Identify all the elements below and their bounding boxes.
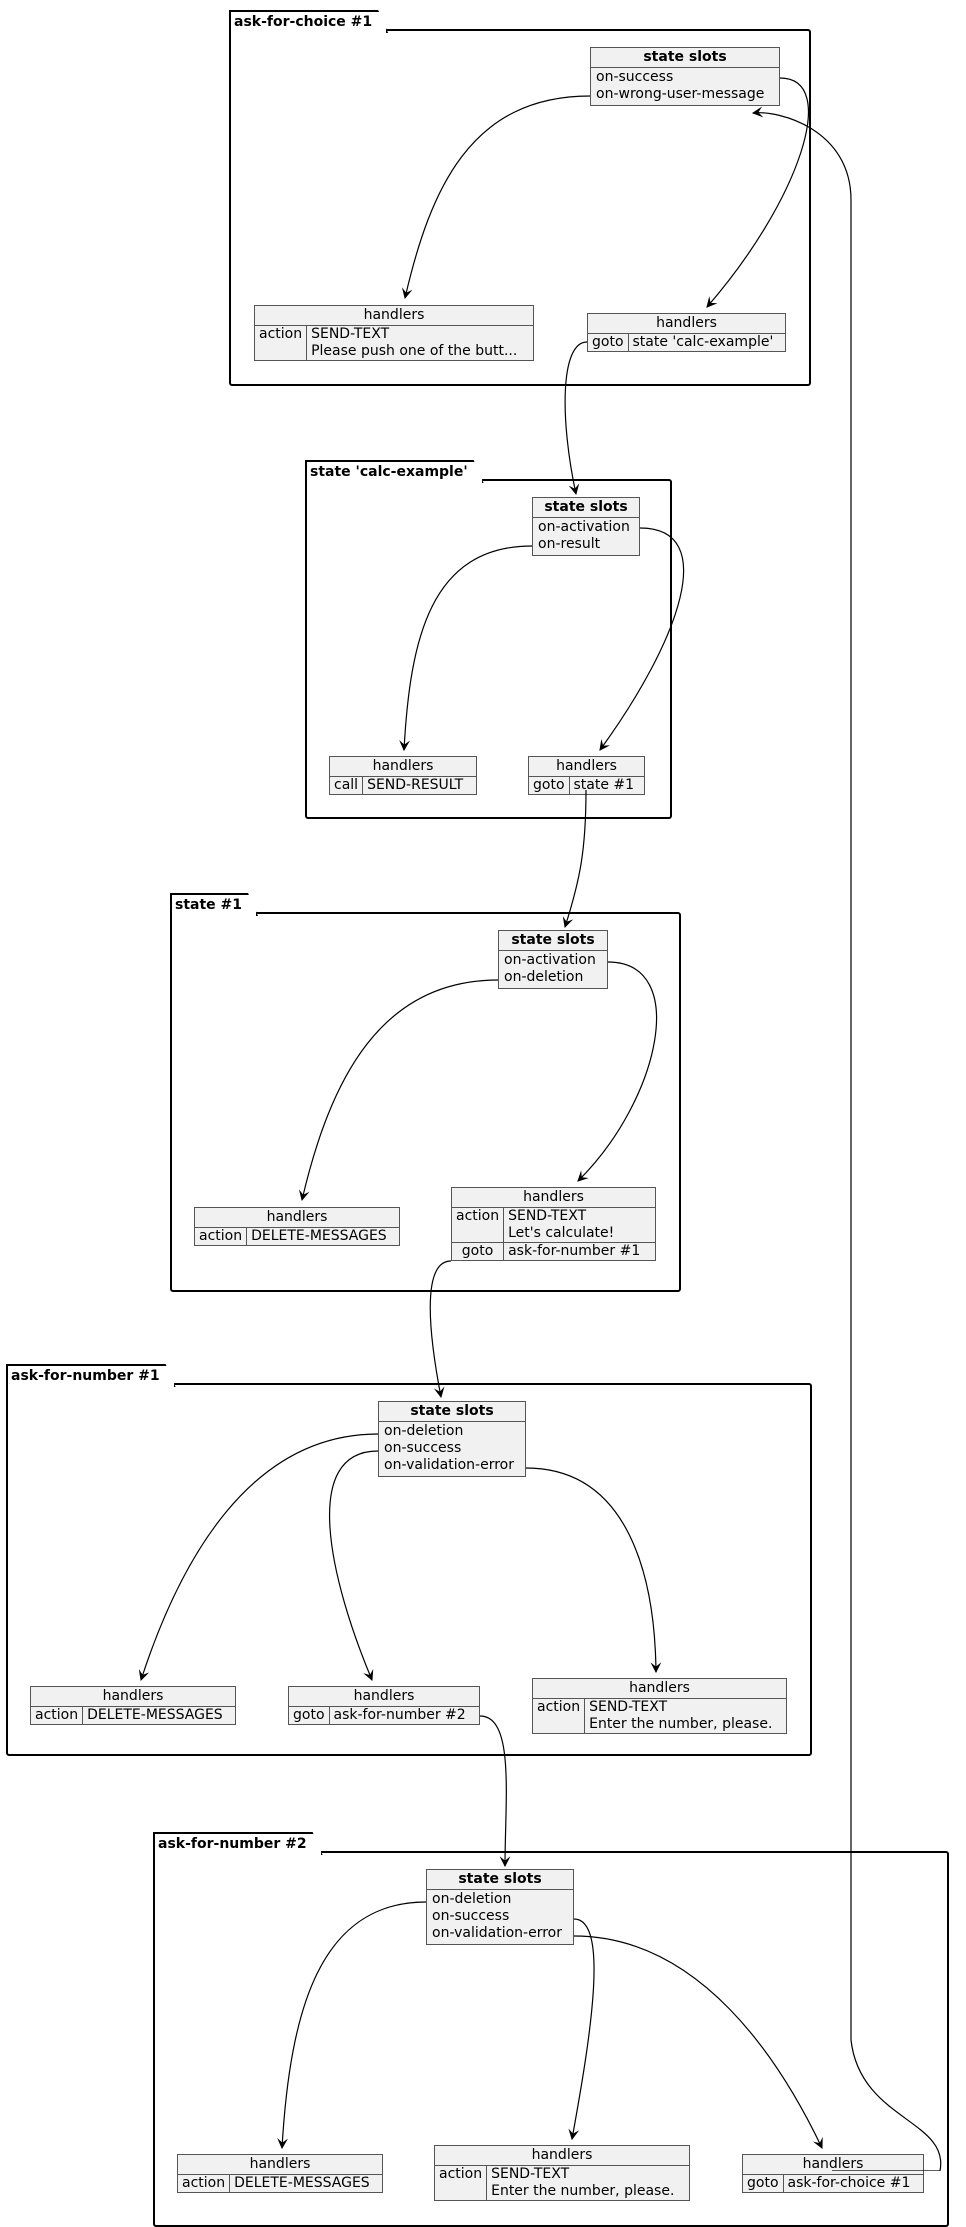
handler-value: SEND-RESULT [362, 776, 476, 794]
package-ask-for-choice-1: ask-for-choice #1 [229, 29, 811, 386]
handler-value: Enter the number, please. [589, 1716, 773, 1732]
handler-value: ask-for-number #1 [503, 1242, 655, 1260]
handler-value: Please push one of the butt... [311, 343, 518, 359]
state-slots-title: state slots [427, 1870, 573, 1890]
handler-value: ask-for-number #2 [329, 1706, 479, 1724]
handlers-goto: handlers goto ask-for-choice #1 [742, 2154, 924, 2193]
handlers-delete-messages: handlers action DELETE-MESSAGES [194, 1207, 400, 1246]
handler-key: goto [289, 1706, 330, 1724]
handler-value: Let's calculate! [508, 1225, 615, 1241]
package-title: ask-for-number #2 [153, 1832, 323, 1855]
handlers-goto: handlers goto state #1 [528, 756, 645, 795]
handlers-call: handlers call SEND-RESULT [329, 756, 477, 795]
handler-value: SEND-TEXT [589, 1699, 668, 1715]
handler-key: goto [743, 2174, 784, 2192]
handler-key: action [255, 325, 308, 360]
handler-key: call [330, 776, 364, 794]
package-state-1: state #1 [170, 912, 681, 1292]
state-slots-title: state slots [499, 931, 607, 951]
handlers-title: handlers [523, 1189, 584, 1205]
handlers-title: handlers [372, 758, 434, 774]
handler-value: state #1 [569, 776, 644, 794]
state-slots-title: state slots [379, 1402, 525, 1422]
handler-key: goto [529, 776, 570, 794]
handlers-title: handlers [266, 1209, 328, 1225]
handler-key: action [178, 2174, 231, 2192]
handler-value: SEND-TEXT [491, 2166, 570, 2182]
handlers-title: handlers [556, 758, 617, 774]
handlers-title: handlers [656, 315, 717, 331]
handler-value: Enter the number, please. [491, 2183, 675, 2199]
slot-on-success: on-success [384, 1440, 462, 1456]
handlers-delete-messages: handlers action DELETE-MESSAGES [177, 2154, 383, 2193]
handlers-goto: handlers goto ask-for-number #2 [288, 1686, 480, 1725]
handler-value: state 'calc-example' [628, 333, 785, 351]
slot-on-activation: on-activation [538, 519, 630, 535]
handler-value: SEND-TEXT [311, 326, 390, 342]
slot-on-wrong-user-message: on-wrong-user-message [596, 86, 765, 102]
handler-key: action [533, 1698, 586, 1733]
slot-on-activation: on-activation [504, 952, 596, 968]
state-slots: state slots on-success on-wrong-user-mes… [590, 47, 780, 106]
slot-on-deletion: on-deletion [384, 1423, 464, 1439]
slot-on-success: on-success [596, 69, 674, 85]
handlers-title: handlers [363, 307, 425, 323]
package-title: ask-for-number #1 [6, 1364, 176, 1387]
state-slots-title: state slots [591, 48, 779, 68]
slot-on-success: on-success [432, 1908, 510, 1924]
handlers-title: handlers [531, 2147, 593, 2163]
handlers-title: handlers [102, 1688, 164, 1704]
handler-value: SEND-TEXT [508, 1208, 587, 1224]
slot-on-validation-error: on-validation-error [432, 1925, 562, 1941]
handlers-title: handlers [802, 2156, 864, 2172]
slot-on-deletion: on-deletion [504, 969, 584, 985]
handler-value: DELETE-MESSAGES [229, 2174, 382, 2192]
state-slots: state slots on-activation on-result [532, 497, 640, 556]
handler-value: DELETE-MESSAGES [82, 1706, 235, 1724]
handlers-title: handlers [353, 1688, 415, 1704]
state-slots-title: state slots [533, 498, 639, 518]
handlers-title: handlers [629, 1680, 690, 1696]
handler-key: action [452, 1207, 505, 1243]
handler-key: goto [452, 1242, 505, 1260]
handler-key: action [195, 1227, 248, 1245]
handler-value: ask-for-choice #1 [783, 2174, 923, 2192]
package-title: state 'calc-example' [305, 460, 484, 483]
slot-on-result: on-result [538, 536, 601, 552]
state-slots: state slots on-deletion on-success on-va… [378, 1401, 526, 1477]
handlers-goto: handlers goto state 'calc-example' [587, 313, 786, 352]
handlers-delete-messages: handlers action DELETE-MESSAGES [30, 1686, 236, 1725]
package-title: ask-for-choice #1 [229, 10, 388, 33]
package-title: state #1 [170, 893, 258, 916]
handler-key: goto [588, 333, 629, 351]
handlers-title: handlers [249, 2156, 311, 2172]
state-slots: state slots on-deletion on-success on-va… [426, 1869, 574, 1945]
state-slots: state slots on-activation on-deletion [498, 930, 608, 989]
slot-on-validation-error: on-validation-error [384, 1457, 514, 1473]
slot-on-deletion: on-deletion [432, 1891, 512, 1907]
handler-value: DELETE-MESSAGES [246, 1227, 399, 1245]
handler-key: action [31, 1706, 84, 1724]
